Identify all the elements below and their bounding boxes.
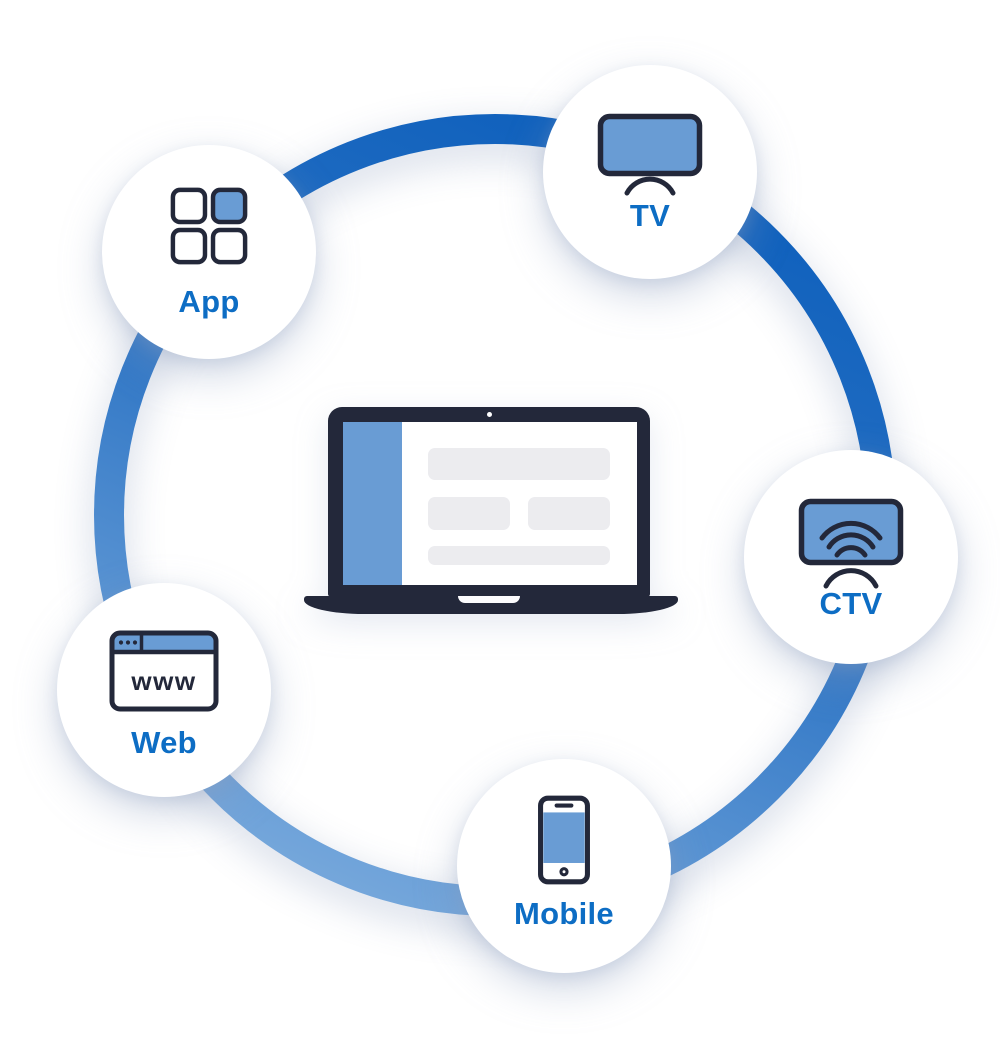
browser-icon: www [109,630,219,712]
node-web-label: Web [131,725,197,760]
laptop-base-notch [458,596,520,603]
laptop-base [304,596,678,614]
app-grid-icon [170,187,248,265]
laptop-screen [328,407,650,597]
node-app: App [102,145,316,359]
tv-icon [597,113,703,196]
node-mobile-label: Mobile [514,896,614,931]
node-ctv-label: CTV [819,586,883,621]
node-app-label: App [178,284,240,319]
connected-tv-icon [798,498,904,589]
laptop-screen-content [343,422,637,585]
laptop-ui-placeholder-block [428,546,610,565]
node-tv-label: TV [629,198,671,233]
node-mobile: Mobile [457,759,671,973]
laptop-ui-placeholder-block [528,497,610,530]
web-icon-text: www [130,666,196,696]
laptop-ui-placeholder-block [428,497,510,530]
laptop-webcam-dot [486,412,492,417]
node-ctv: CTV [744,450,958,664]
laptop-ui-sidebar [343,422,402,585]
node-web: www Web [57,583,271,797]
laptop-ui-placeholder-block [428,448,610,480]
node-tv: TV [543,65,757,279]
smartphone-icon [538,795,590,885]
